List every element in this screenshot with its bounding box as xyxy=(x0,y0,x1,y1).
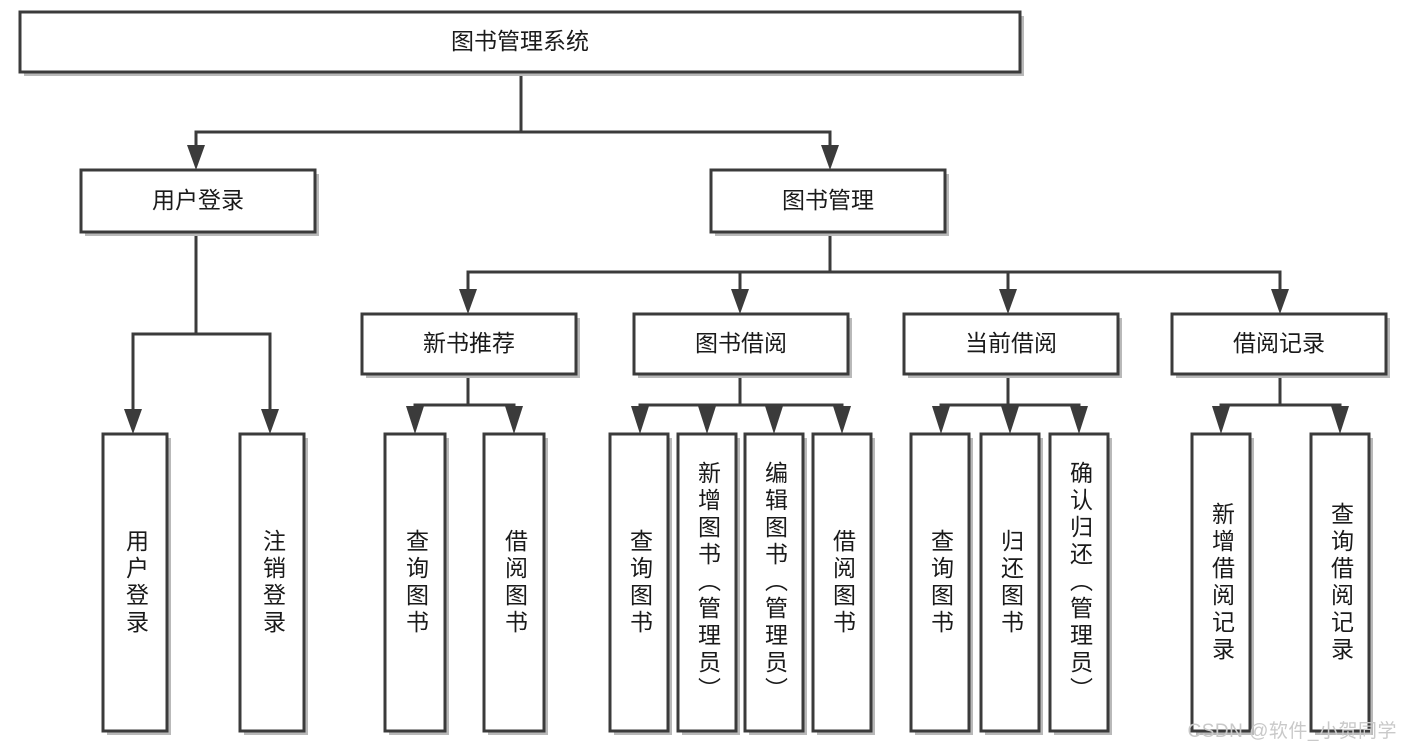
arrow-head-book-manage xyxy=(821,145,839,170)
arrow-head-leaf-book-borrow-3 xyxy=(765,406,783,434)
arrow-head-leaf-new-book-1 xyxy=(406,406,424,434)
book-borrow-node-label: 图书借阅 xyxy=(695,330,787,356)
arrow-head-leaf-current-borrow-2 xyxy=(1001,406,1019,434)
leaf-label-book-borrow-2: 新增图书（管理员） xyxy=(694,461,721,704)
user-login-node-label: 用户登录 xyxy=(152,187,244,213)
leaf-box-book-borrow-4[interactable] xyxy=(811,432,873,733)
connector-group-book-manage xyxy=(459,231,1289,314)
root-node-box[interactable] xyxy=(18,10,1022,74)
connector-group-borrow-record xyxy=(1212,375,1349,434)
leaf-box-book-borrow-1[interactable] xyxy=(608,432,670,733)
leaf-box-book-borrow-3[interactable] xyxy=(743,432,805,733)
connector-group-user-login xyxy=(124,231,279,434)
leaf-label-user-login-1: 用户登录 xyxy=(122,528,149,637)
arrow-head-current-borrow xyxy=(999,289,1017,314)
borrow-record-node-label: 借阅记录 xyxy=(1233,330,1325,356)
leaf-box-borrow-record-1[interactable] xyxy=(1190,432,1252,733)
arrow-head-leaf-borrow-record-2 xyxy=(1331,406,1349,434)
root-node-label: 图书管理系统 xyxy=(451,28,589,54)
leaf-box-user-login-1[interactable] xyxy=(101,432,169,733)
leaf-label-borrow-record-1: 新增借阅记录 xyxy=(1208,501,1235,664)
arrow-head-new-book xyxy=(459,289,477,314)
arrow-head-borrow-record xyxy=(1271,289,1289,314)
leaf-box-current-borrow-2[interactable] xyxy=(979,432,1041,733)
book-manage-node-label: 图书管理 xyxy=(782,187,874,213)
arrow-head-leaf-user-login-1 xyxy=(124,409,142,434)
leaf-label-user-login-2: 注销登录 xyxy=(259,528,286,637)
leaf-box-current-borrow-1[interactable] xyxy=(909,432,971,733)
leaf-label-new-book-2: 借阅图书 xyxy=(501,528,528,637)
leaf-box-user-login-2[interactable] xyxy=(238,432,306,733)
leaf-label-book-borrow-1: 查询图书 xyxy=(626,528,653,637)
arrow-head-leaf-new-book-2 xyxy=(505,406,523,434)
arrow-head-leaf-book-borrow-4 xyxy=(833,406,851,434)
connector-group-current-borrow xyxy=(932,375,1088,434)
leaf-box-new-book-2[interactable] xyxy=(482,432,546,733)
arrow-head-leaf-book-borrow-2 xyxy=(698,406,716,434)
leaf-label-current-borrow-1: 查询图书 xyxy=(927,528,954,637)
arrow-head-leaf-current-borrow-1 xyxy=(932,406,950,434)
leaf-label-book-borrow-4: 借阅图书 xyxy=(829,528,856,637)
borrow-record-node-box[interactable] xyxy=(1170,312,1388,376)
arrow-head-leaf-current-borrow-3 xyxy=(1070,406,1088,434)
leaf-label-current-borrow-2: 归还图书 xyxy=(997,528,1024,637)
leaf-box-book-borrow-2[interactable] xyxy=(676,432,738,733)
current-borrow-node-box[interactable] xyxy=(902,312,1120,376)
user-login-node-box[interactable] xyxy=(79,168,317,234)
arrow-head-user-login xyxy=(187,145,205,170)
watermark-text: CSDN @软件_小贺同学 xyxy=(1187,721,1397,742)
leaf-label-current-borrow-3: 确认归还（管理员） xyxy=(1066,461,1093,704)
leaf-box-borrow-record-2[interactable] xyxy=(1309,432,1371,733)
book-manage-node-box[interactable] xyxy=(709,168,947,234)
arrow-head-leaf-borrow-record-1 xyxy=(1212,406,1230,434)
new-book-node-label: 新书推荐 xyxy=(423,330,515,356)
new-book-node-box[interactable] xyxy=(360,312,578,376)
connector-group-new-book xyxy=(406,375,523,434)
connector-group-book-borrow xyxy=(631,375,851,434)
leaf-box-current-borrow-3[interactable] xyxy=(1048,432,1110,733)
current-borrow-node-label: 当前借阅 xyxy=(965,330,1057,356)
arrow-head-book-borrow xyxy=(731,289,749,314)
leaf-label-new-book-1: 查询图书 xyxy=(402,528,429,637)
connector-group-root xyxy=(187,73,839,170)
leaf-label-book-borrow-3: 编辑图书（管理员） xyxy=(761,461,788,704)
leaf-label-borrow-record-2: 查询借阅记录 xyxy=(1327,501,1354,664)
book-borrow-node-box[interactable] xyxy=(632,312,850,376)
arrow-head-leaf-user-login-2 xyxy=(261,409,279,434)
arrow-head-leaf-book-borrow-1 xyxy=(631,406,649,434)
leaf-box-new-book-1[interactable] xyxy=(383,432,447,733)
